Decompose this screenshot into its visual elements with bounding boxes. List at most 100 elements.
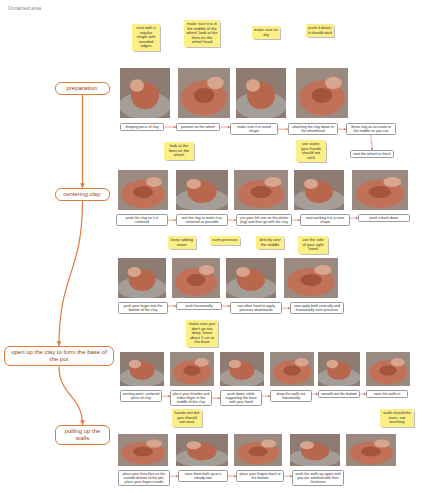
step-caption: now apply both vertically and horizontal… [290,302,344,314]
step-arrow [371,135,372,150]
node-text: push the walls up again until you are sa… [295,472,342,484]
node-text: make sure it is round shape [233,125,276,133]
node-text: preparation: [60,85,105,92]
node-text: make sure you don't go too deep, leave a… [188,322,216,345]
node-text: push it down, it should stick [308,26,332,35]
sticky-note: make sure its dry [252,26,280,39]
sticky-note: push it down, it should stick [306,24,334,37]
node-text: walls should be even, not touching [382,411,412,425]
step-arrow [228,220,236,221]
step-caption: place your knuckles on the outside botto… [118,470,170,486]
sticky-note: even pressure [210,236,240,245]
step-caption: use other hand to apply pressure downwar… [230,302,282,314]
section-box: pulling up the walls [55,425,110,445]
step-arrow [222,306,230,307]
node-text: use other hand to apply pressure downwar… [233,304,280,312]
step-caption: push the clay so it is centered [116,214,168,226]
node-text: raise them both up at a steady rate [181,472,226,480]
step-arrow [220,127,230,128]
sticky-note: make sure you don't go too deep, leave a… [186,320,218,347]
node-text: directly over the middle [258,238,282,247]
sticky-note: use the side of your right hand [298,236,328,254]
node-text: attaching the clay down to the wheelhead [291,125,336,133]
sticky-note: directly over the middle [256,236,284,249]
step-caption: raise them both up at a steady rate [178,470,228,482]
step-caption: draw the walls out horizontally [270,390,312,402]
node-text: push horizontally [179,304,220,308]
node-text: use your left arm on the platter (leg) a… [239,216,290,224]
step-caption: place your thumbs and index finger in th… [170,390,212,406]
step-caption: smooth out the bottom [318,390,360,398]
step-caption: start the wheel to check [350,150,394,158]
step-caption: starting point: centered piece of clay [120,390,162,402]
node-text: look at the lines on the wheel [166,144,192,158]
step-arrow [212,398,220,399]
node-text: position on the wheel [179,125,218,129]
step-arrow [228,476,236,477]
step-arrow [282,308,290,309]
step-caption: push your finger into the bottom of the … [118,302,168,314]
area-label: Unnamed area [8,5,41,11]
step-caption: make sure it is round shape [230,123,278,135]
node-text: even pressure [212,238,238,243]
sticky-note: look at the lines on the wheel [164,142,194,160]
node-text: starting point: centered piece of clay [123,392,160,400]
node-text: raise the walls in [369,392,406,396]
sticky-note: hands wet but you should not soak [172,409,202,427]
node-text: now apply both vertically and horizontal… [293,304,342,312]
sticky-note: make sure it is in the middle of the whe… [184,20,220,47]
timeline-connector [82,95,83,188]
node-text: push down, while supporting the base wit… [223,392,260,404]
step-caption: throw clay as accurate to the middle as … [346,123,396,135]
node-text: wet the clay to make it as centered as p… [179,216,226,224]
step-arrow [162,396,170,397]
step-caption: raise the walls in [366,390,408,398]
node-text: hands wet but you should not soak [174,411,200,425]
step-arrow [278,129,288,130]
node-text: push your finger into the bottom of the … [121,304,166,312]
sticky-note: start with a regular shape with rounded … [132,24,160,51]
step-arrow [338,129,346,130]
node-text: keep adding water [170,238,194,247]
section-box: preparation: [55,82,110,95]
step-caption: push the walls up again until you are sa… [292,470,344,486]
section-box: open up the clay to form the base of the… [4,346,114,366]
node-text: push it back down [361,216,408,220]
section-box: centering clay: [55,188,110,201]
step-caption: push down, while supporting the base wit… [220,390,262,406]
node-text: place your thumbs and index finger in th… [173,392,210,404]
node-text: draw the walls out horizontally [273,392,310,400]
node-text: place your knuckles on the outside botto… [121,472,168,484]
step-caption: wet the clay to make it as centered as p… [176,214,228,226]
node-text: make sure its dry [254,28,278,37]
node-text: start with a regular shape with rounded … [134,26,158,49]
timeline-connector [59,366,83,425]
sticky-note: walls should be even, not touching [380,409,414,427]
node-text: start the wheel to check [353,152,392,156]
step-arrow [284,476,292,477]
step-caption: use your left arm on the platter (leg) a… [236,214,292,226]
step-caption: position on the wheel [176,123,220,131]
step-caption: start working it in a cone shape [300,214,350,226]
node-text: make sure it is in the middle of the whe… [186,22,218,45]
step-arrow [262,396,270,397]
sticky-note: keep adding water [168,236,196,249]
step-caption: place your fingers back at the bottom [236,470,284,482]
node-text: start working it in a cone shape [303,216,348,224]
node-text: open up the clay to form the base of the… [9,349,109,363]
node-text: centering clay: [60,191,105,198]
node-text: throw clay as accurate to the middle as … [349,125,394,133]
step-caption: attaching the clay down to the wheelhead [288,123,338,135]
sticky-note: use water, your hands should not stick [296,140,326,162]
node-text: shaping piece of clay [123,125,162,129]
node-text: push the clay so it is centered [119,216,166,224]
timeline-connector [59,201,83,346]
step-arrow [168,220,176,221]
step-arrow [292,220,300,221]
node-text: use the side of your right hand [300,238,326,252]
step-caption: push it back down [358,214,410,222]
node-text: smooth out the bottom [321,392,358,396]
step-arrow [164,127,176,128]
